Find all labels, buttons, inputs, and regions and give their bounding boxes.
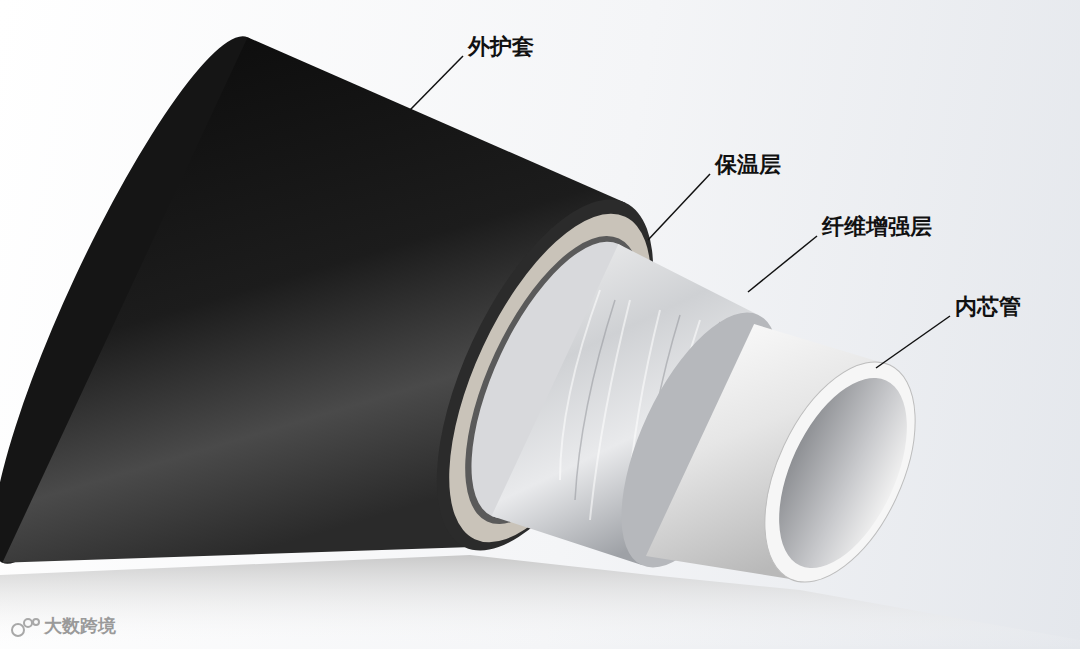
watermark: 大数跨境 — [44, 615, 116, 637]
leader-lines — [410, 56, 950, 368]
leader-line — [648, 174, 710, 240]
part-label: 外护套 — [468, 34, 534, 60]
part-label: 保温层 — [715, 152, 781, 178]
leader-line — [410, 56, 463, 110]
leader-line — [748, 236, 817, 292]
part-label: 内芯管 — [955, 294, 1021, 320]
part-label: 纤维增强层 — [822, 214, 932, 240]
leader-line — [876, 316, 950, 368]
core-face — [734, 339, 946, 605]
watermark-logo — [12, 619, 39, 636]
core-bore — [753, 359, 933, 588]
reflection — [0, 555, 1080, 649]
